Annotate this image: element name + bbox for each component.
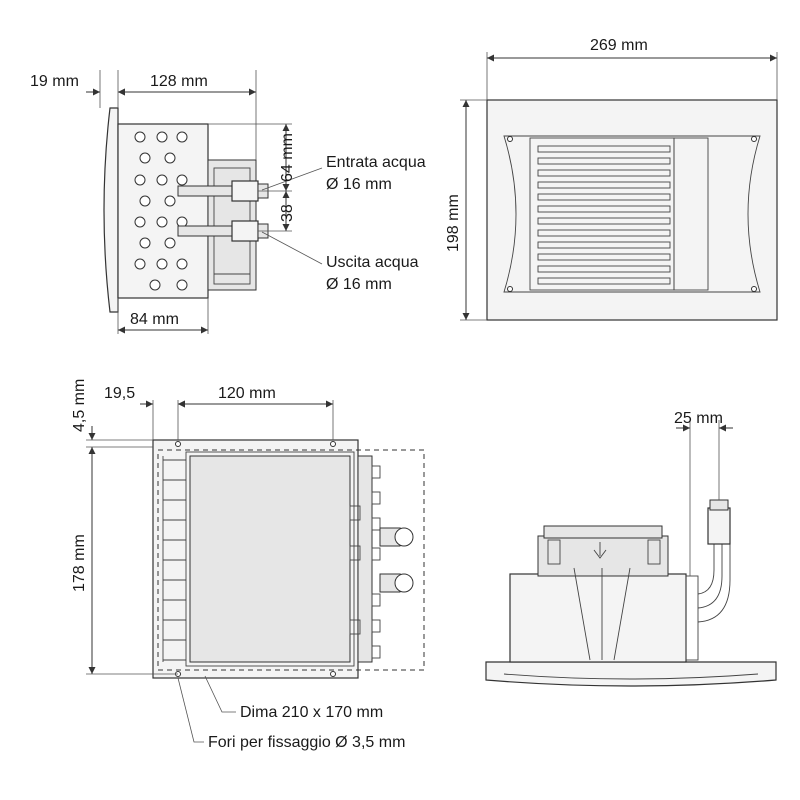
front-width-label: 269 mm (590, 37, 648, 54)
rear-left-fins (162, 456, 186, 662)
outlet-title: Uscita acqua (326, 254, 419, 271)
front-view (460, 52, 778, 321)
pipe-offset-label: 25 mm (674, 410, 723, 427)
side-width-label: 19 mm (30, 73, 79, 90)
side-bottom-depth-label: 84 mm (130, 311, 179, 328)
front-louvers (537, 145, 671, 285)
inlet-offset-label: 64 mm (279, 133, 296, 182)
rear-view (86, 400, 425, 743)
cutout-label: Dima 210 x 170 mm (240, 704, 383, 721)
fixing-holes-label: Fori per fissaggio Ø 3,5 mm (208, 734, 405, 751)
rear-right-tabs (371, 465, 381, 659)
side-view (86, 70, 323, 334)
outlet-diameter: Ø 16 mm (326, 276, 392, 293)
rear-height-label: 178 mm (71, 534, 88, 592)
front-height-label: 198 mm (445, 194, 462, 252)
inlet-title: Entrata acqua (326, 154, 426, 171)
rear-pipe-ends (379, 527, 414, 593)
inlet-diameter: Ø 16 mm (326, 176, 392, 193)
rear-margin-top-label: 4,5 mm (71, 379, 88, 432)
rear-margin-left-label: 19,5 (104, 385, 135, 402)
rear-inner-width-label: 120 mm (218, 385, 276, 402)
side-depth-label: 128 mm (150, 73, 208, 90)
lower-pipes (697, 499, 731, 623)
port-spacing-label: 38 (279, 204, 296, 222)
lower-side-view (485, 420, 777, 687)
rear-fixing-holes (175, 441, 336, 677)
